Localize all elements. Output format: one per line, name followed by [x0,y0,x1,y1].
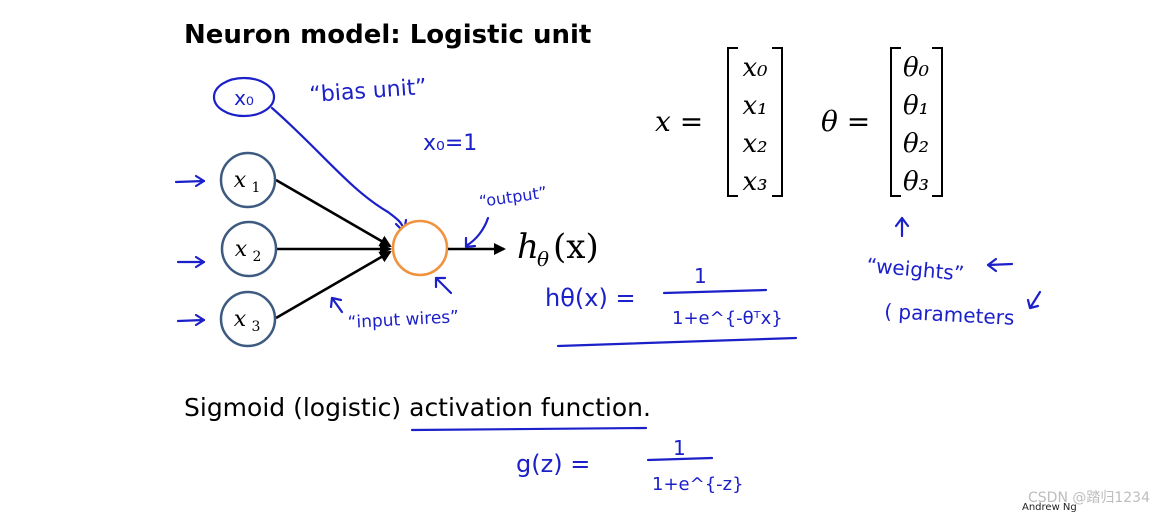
vector-theta-entry-0: θ₀ [903,53,930,83]
svg-text:1+e^{-z}: 1+e^{-z} [652,474,744,495]
vector-x-entry-2: x₂ [742,129,767,159]
svg-text:x: x [234,168,247,193]
author-credit: Andrew Ng [1022,502,1077,513]
svg-text:h: h [517,227,539,267]
svg-text:x: x [234,307,247,332]
vector-x-label: x = [655,105,703,138]
bias-node-circle [212,76,276,118]
note-input-wires-arrow [330,296,344,314]
slide-title: Neuron model: Logistic unit [184,20,592,50]
svg-text:1: 1 [252,180,261,196]
vector-theta: θ = θ₀ θ₁ θ₂ θ₃ [821,47,943,197]
watermark: CSDN @踏归1234 [1028,490,1150,506]
vector-theta-entry-1: θ₁ [903,91,929,121]
wire-x1 [275,178,392,248]
svg-text:(x): (x) [553,227,599,267]
bias-wire [270,106,406,232]
svg-text:g(z) =: g(z) = [516,450,590,478]
note-node-arrow [434,276,453,295]
activation-underline [410,426,648,432]
input-node-x3: x 3 [219,290,277,348]
svg-text:3: 3 [252,319,261,335]
input-node-x2: x 2 [220,220,278,278]
note-weights: “weights” [866,253,966,285]
note-parameters: ( parameters [884,299,1015,330]
note-x0-equals-1: x₀=1 [423,131,477,156]
output-hypothesis: h θ (x) [517,227,599,271]
wire-x3 [275,250,392,320]
svg-text:hθ(x) =: hθ(x) = [545,284,636,312]
output-node [391,219,449,277]
note-hypothesis-underline [556,336,798,348]
svg-text:θ: θ [537,247,549,271]
note-output: “output” [478,183,548,211]
vector-x-entry-0: x₀ [742,53,768,83]
input-arrow-3 [176,313,206,327]
note-output-arrow [464,216,490,248]
svg-text:x: x [235,237,248,262]
svg-text:1: 1 [673,436,686,460]
note-sigmoid-formula: g(z) = 1 1+e^{-z} [516,436,744,495]
svg-text:2: 2 [253,249,262,265]
vector-theta-entry-3: θ₃ [903,167,929,197]
vector-theta-entry-2: θ₂ [903,129,929,159]
input-node-x1: x 1 [219,151,277,209]
note-bias-unit: “bias unit” [309,75,428,108]
input-arrow-1 [174,174,206,188]
vector-x-entry-1: x₁ [742,91,767,121]
note-hypothesis-formula: hθ(x) = 1 1+e^{-θᵀx} [545,264,798,348]
bias-node-label: x₀ [234,86,254,110]
vector-x-entry-3: x₃ [742,167,767,197]
bias-node: x₀ [212,76,276,118]
note-input-wires: “input wires” [347,307,459,333]
svg-text:1+e^{-θᵀx}: 1+e^{-θᵀx} [672,308,783,329]
vector-theta-label: θ = [821,105,870,138]
input-arrow-2 [176,255,206,269]
sigmoid-heading: Sigmoid (logistic) activation function. [184,393,651,422]
vector-x: x = x₀ x₁ x₂ x₃ [655,47,783,197]
svg-text:1: 1 [694,264,707,288]
